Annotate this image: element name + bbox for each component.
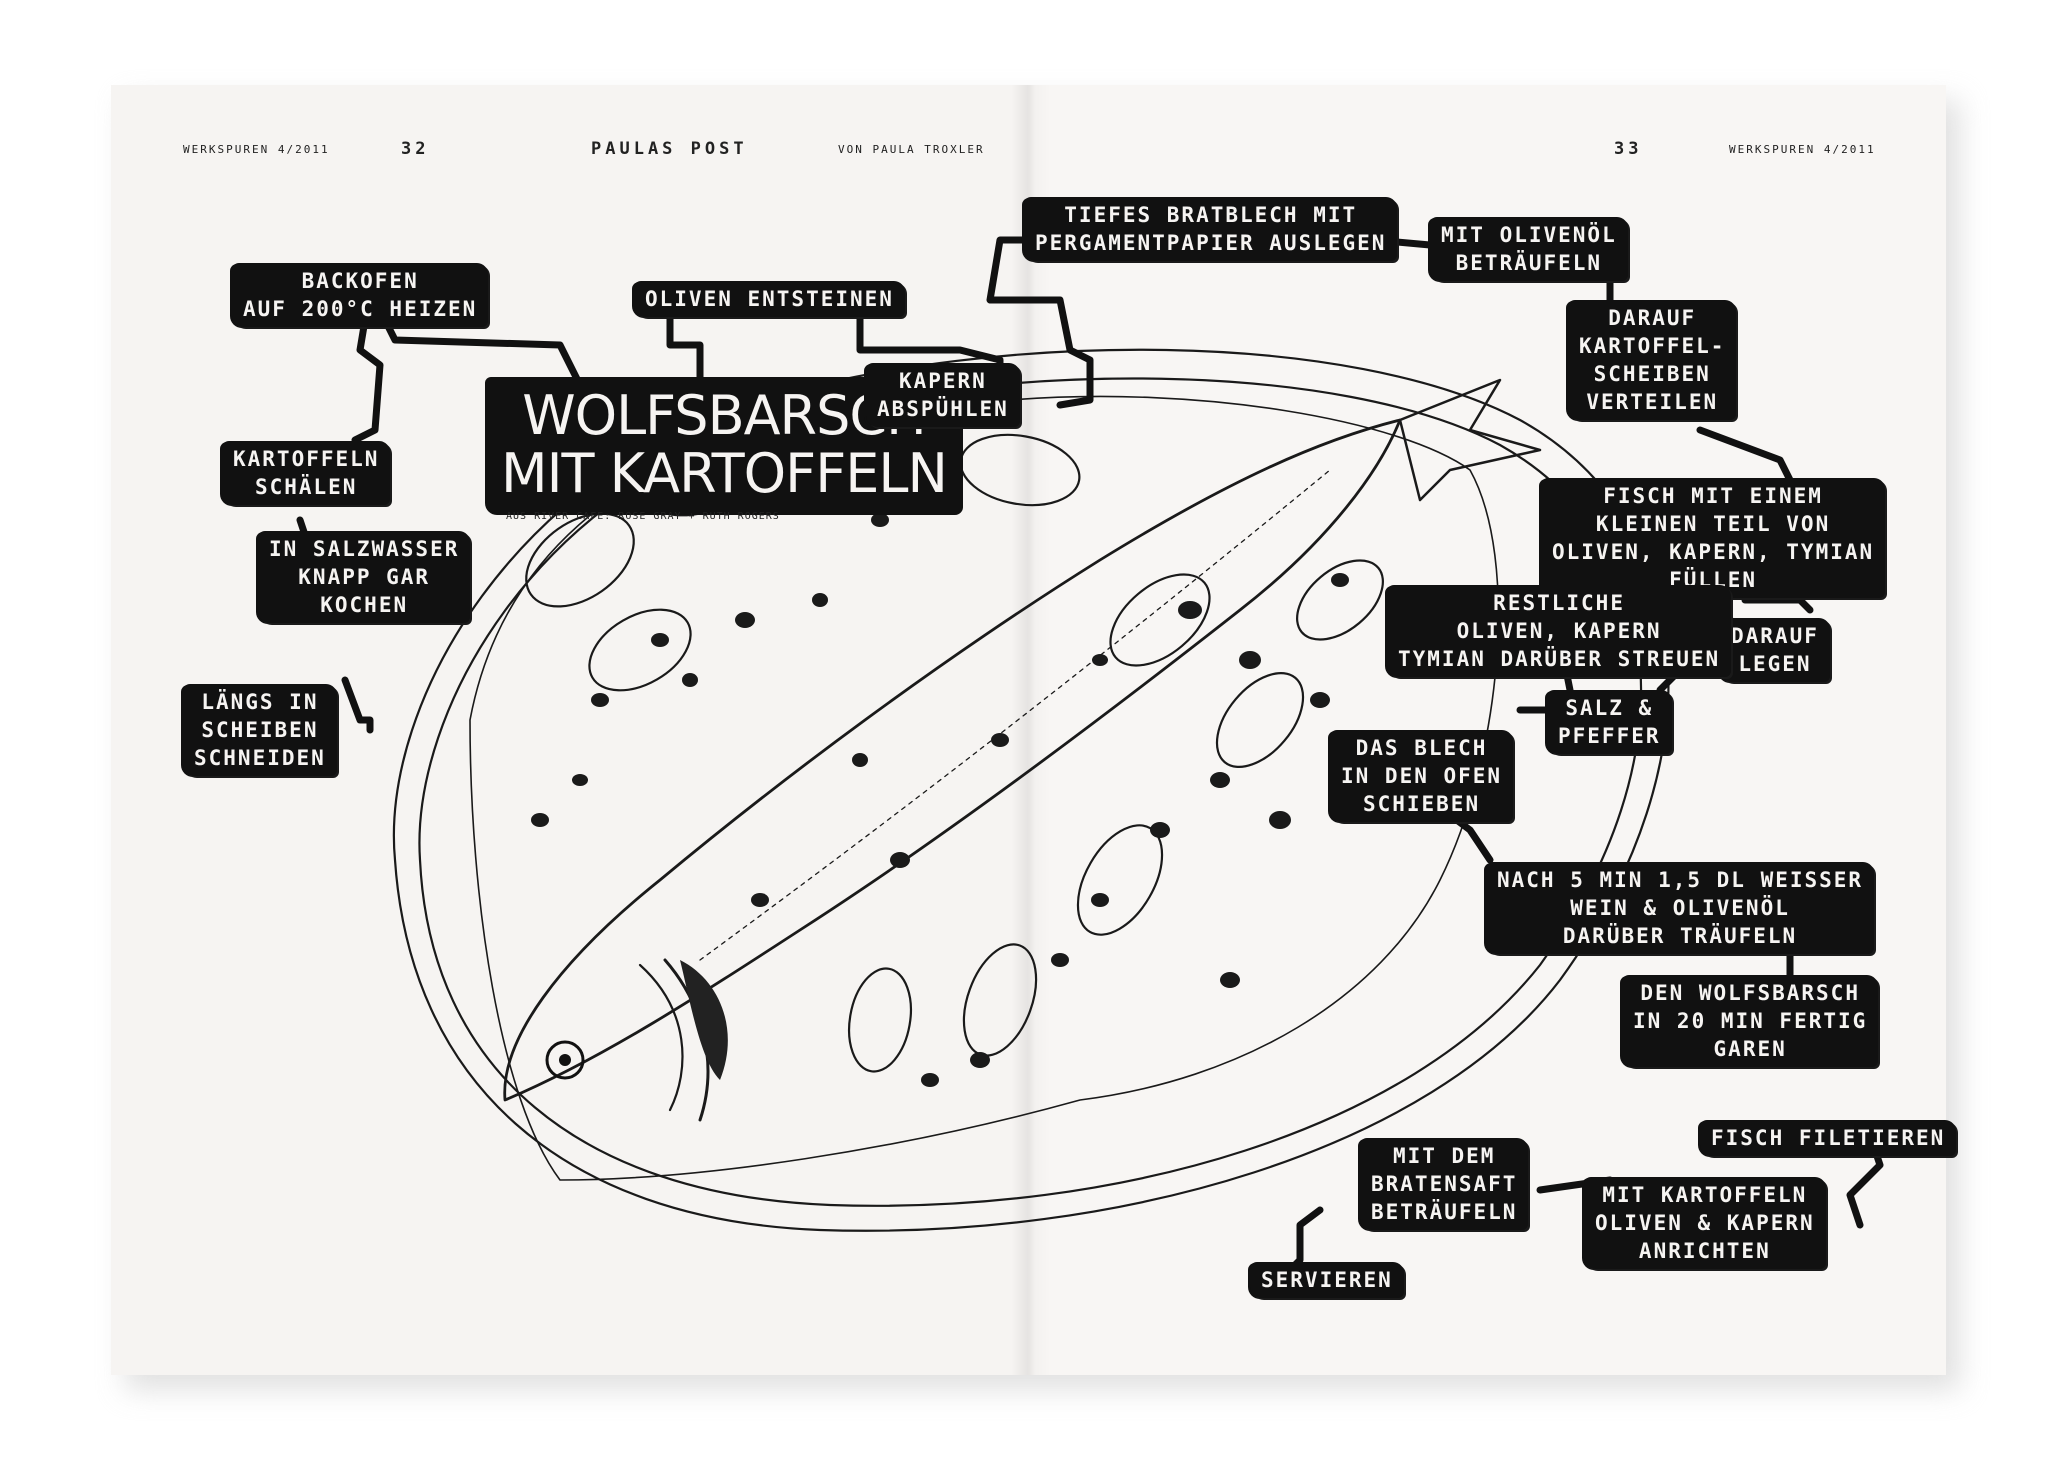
potato-slice	[962, 943, 1038, 1057]
potato-slice	[959, 433, 1081, 507]
step-scheiben: LÄNGS IN SCHEIBEN SCHNEIDEN	[183, 684, 337, 776]
potato-slice	[848, 967, 912, 1073]
potato-slice	[1296, 559, 1384, 641]
step-blech-ofen: DAS BLECH IN DEN OFEN SCHIEBEN	[1330, 730, 1514, 822]
step-olivenoel: MIT OLIVENÖL BETRÄUFELN	[1430, 217, 1628, 281]
left-issue-label: WERKSPUREN 4/2011	[183, 143, 330, 156]
step-bratblech: TIEFES BRATBLECH MIT PERGAMENTPAPIER AUS…	[1024, 197, 1398, 261]
author-credit: VON PAULA TROXLER	[838, 143, 985, 156]
step-fertig-garen: DEN WOLFSBARSCH IN 20 MIN FERTIG GAREN	[1622, 975, 1879, 1067]
fish-tail	[1398, 378, 1542, 502]
potato-slice	[1109, 573, 1211, 667]
right-issue-label: WERKSPUREN 4/2011	[1729, 143, 1876, 156]
step-fisch-fuellen: FISCH MIT EINEM KLEINEN TEIL VON OLIVEN,…	[1541, 478, 1886, 598]
column-title: PAULAS POST	[591, 139, 748, 159]
left-page-number: 32	[401, 139, 430, 159]
step-filetieren: FISCH FILETIEREN	[1700, 1120, 1957, 1156]
fish-lateral-line	[699, 469, 1331, 961]
fish-pupil	[559, 1054, 571, 1066]
step-backofen: BACKOFEN AUF 200°C HEIZEN	[232, 263, 489, 327]
step-darauf-kartoffel: DARAUF KARTOFFEL- SCHEIBEN VERTEILEN	[1568, 300, 1737, 420]
olive-group	[531, 513, 1408, 1087]
potato-slice	[1215, 672, 1305, 768]
recipe-source: AUS RIVER CAFE: ROSE GRAY + RUTH ROGERS	[506, 511, 780, 522]
step-nach-5-min: NACH 5 MIN 1,5 DL WEISSER WEIN & OLIVENÖ…	[1486, 862, 1875, 954]
step-restliche: RESTLICHE OLIVEN, KAPERN TYMIAN DARÜBER …	[1387, 585, 1732, 677]
step-darauf-legen: DARAUF LEGEN	[1720, 618, 1830, 682]
fish-body	[503, 418, 1402, 1102]
step-salzwasser: IN SALZWASSER KNAPP GAR KOCHEN	[258, 531, 471, 623]
potato-slice	[1076, 824, 1164, 936]
potato-slice	[588, 608, 692, 692]
step-kartoffeln-schaelen: KARTOFFELN SCHÄLEN	[222, 441, 391, 505]
step-kapern: KAPERN ABSPÜHLEN	[866, 363, 1020, 427]
potato-slice	[525, 512, 635, 608]
fish-eye	[545, 1040, 585, 1080]
fish-gill-inner	[638, 963, 684, 1112]
step-bratensaft: MIT DEM BRATENSAFT BETRÄUFELN	[1360, 1138, 1529, 1230]
step-salz-pfeffer: SALZ & PFEFFER	[1547, 690, 1672, 754]
step-oliven-entsteinen: OLIVEN ENTSTEINEN	[634, 281, 905, 317]
right-page-number: 33	[1614, 139, 1643, 159]
fish-gill-shade	[680, 960, 728, 1080]
step-anrichten: MIT KARTOFFELN OLIVEN & KAPERN ANRICHTEN	[1584, 1177, 1826, 1269]
step-servieren: SERVIEREN	[1250, 1262, 1404, 1298]
